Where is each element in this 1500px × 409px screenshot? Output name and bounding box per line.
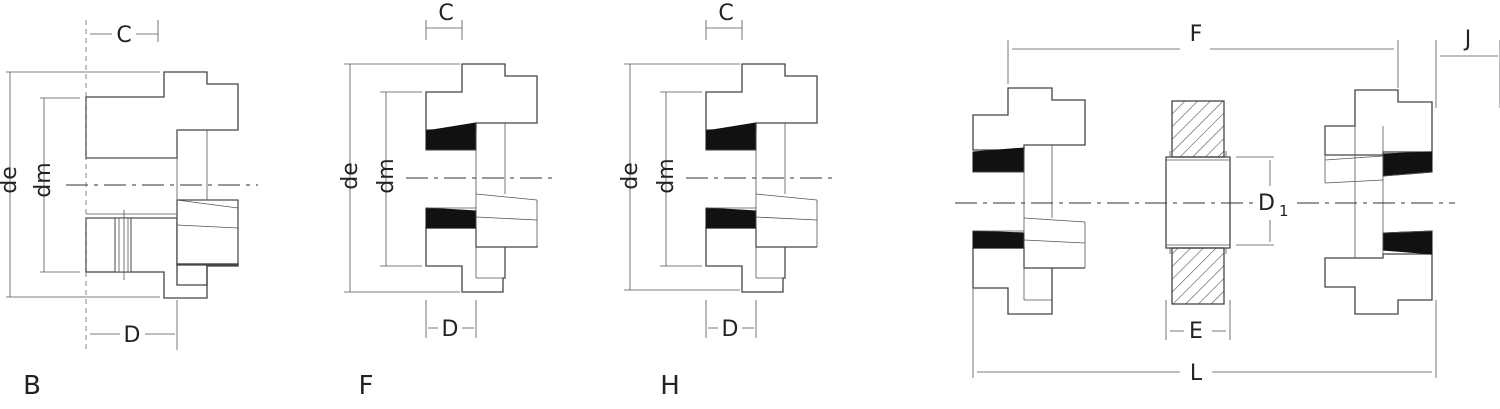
- svg-text:1: 1: [1279, 202, 1289, 220]
- assembly-left-hub-lower: [973, 248, 1085, 314]
- dim-label-c-h: C: [718, 1, 733, 26]
- assembly-right-hub-upper: [1325, 90, 1432, 155]
- dim-label-d1: D 1: [1256, 186, 1296, 220]
- bushing-h-bottom: [706, 208, 756, 228]
- hub-drawing-h: C D de dm H: [618, 1, 836, 401]
- dim-label-c-b: C: [116, 23, 131, 48]
- dim-label-d-b: D: [124, 323, 141, 348]
- dim-label-f-assembly: F: [1190, 22, 1203, 47]
- dim-label-de-h: de: [618, 162, 643, 190]
- hub-drawing-b: C D de dm B: [0, 20, 258, 401]
- dim-label-j: J: [1463, 27, 1472, 52]
- dim-label-de-b: de: [0, 166, 22, 194]
- spider-upper-section: [1172, 101, 1224, 157]
- assembly-left-hub-upper: [973, 88, 1085, 150]
- assembly-left-bushing-top: [973, 148, 1024, 172]
- variant-label-h: H: [660, 371, 680, 401]
- hub-b-flange-bore: [177, 200, 238, 264]
- dim-label-dm-f: dm: [374, 158, 399, 193]
- dim-label-c-f: C: [438, 1, 453, 26]
- variant-label-f: F: [359, 371, 374, 401]
- dim-label-e: E: [1189, 319, 1203, 344]
- hub-h-lower-section: [706, 228, 817, 292]
- hub-f-upper-section: [426, 64, 537, 130]
- dim-label-d-h: D: [722, 317, 739, 342]
- hub-b-upper-section: [86, 72, 238, 158]
- bushing-h-top: [706, 123, 756, 150]
- svg-text:D: D: [1258, 191, 1275, 216]
- spider-lower-section: [1172, 248, 1224, 304]
- hub-h-upper-section: [706, 64, 817, 130]
- dim-label-l: L: [1190, 361, 1203, 386]
- dim-label-dm-b: dm: [31, 162, 56, 197]
- assembly-right-bushing-bottom: [1383, 231, 1432, 254]
- hub-drawing-f: C D de dm F: [338, 1, 556, 401]
- dim-label-de-f: de: [338, 162, 363, 190]
- bushing-f-bottom: [426, 208, 476, 228]
- dim-label-d-f: D: [442, 317, 459, 342]
- assembly-right-hub-lower: [1325, 254, 1432, 314]
- hub-f-lower-section: [426, 228, 537, 292]
- bushing-f-top: [426, 123, 476, 150]
- assembly-left-bushing-bottom: [973, 231, 1024, 248]
- dim-label-dm-h: dm: [654, 158, 679, 193]
- coupling-assembly: F J E L D 1: [955, 22, 1500, 386]
- variant-label-b: B: [23, 371, 41, 401]
